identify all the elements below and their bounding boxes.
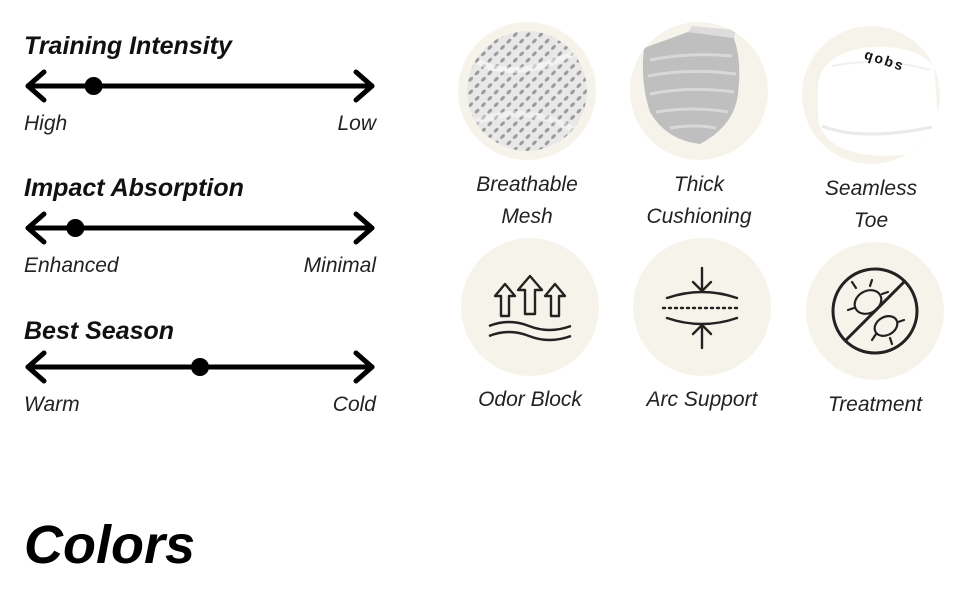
airflow-arrows-icon [488, 274, 572, 342]
feature-label-line1: Breathable [476, 173, 578, 196]
anti-bacteria-icon [831, 267, 919, 355]
feature-label-line1: Seamless [824, 177, 918, 200]
feature-circle [633, 238, 771, 376]
colors-heading: Colors [24, 515, 196, 575]
feature-label-line1: Treatment [827, 393, 923, 416]
sock-toe-icon [818, 46, 940, 156]
feature-label-line2: Toe [853, 209, 889, 232]
scale-left-label: Warm [24, 393, 80, 416]
scale-marker [191, 358, 209, 376]
feature-label-line1: Odor Block [478, 388, 582, 411]
scale-left-label: Enhanced [24, 254, 119, 277]
feature-circle [458, 22, 596, 160]
scale-marker [84, 77, 103, 95]
scale-arrow-icon [25, 211, 375, 245]
feature-circle [461, 238, 599, 376]
feature-label-line1: Arc Support [646, 388, 758, 411]
scale-right-label: Low [337, 112, 376, 135]
scale-title: Impact Absorption [24, 174, 244, 202]
scale-left-label: High [24, 112, 68, 135]
scale-arrow-icon [25, 350, 375, 384]
scale-right-label: Minimal [303, 254, 376, 277]
feature-circle [630, 22, 768, 160]
mesh-fabric-icon [467, 31, 587, 151]
scale-marker [66, 219, 85, 237]
feature-label-line1: Thick [673, 173, 725, 196]
scale-title: Training Intensity [24, 32, 232, 60]
scale-right-label: Cold [332, 393, 376, 416]
scale-title: Best Season [24, 317, 175, 345]
feature-label-line2: Cushioning [646, 205, 752, 228]
feature-circle [806, 242, 944, 380]
feature-label-line2: Mesh [501, 205, 553, 228]
cushion-sock-icon [642, 26, 740, 144]
compression-arrows-icon [661, 266, 743, 350]
feature-circle: qobs [802, 26, 940, 164]
scale-arrow-icon [25, 69, 375, 103]
